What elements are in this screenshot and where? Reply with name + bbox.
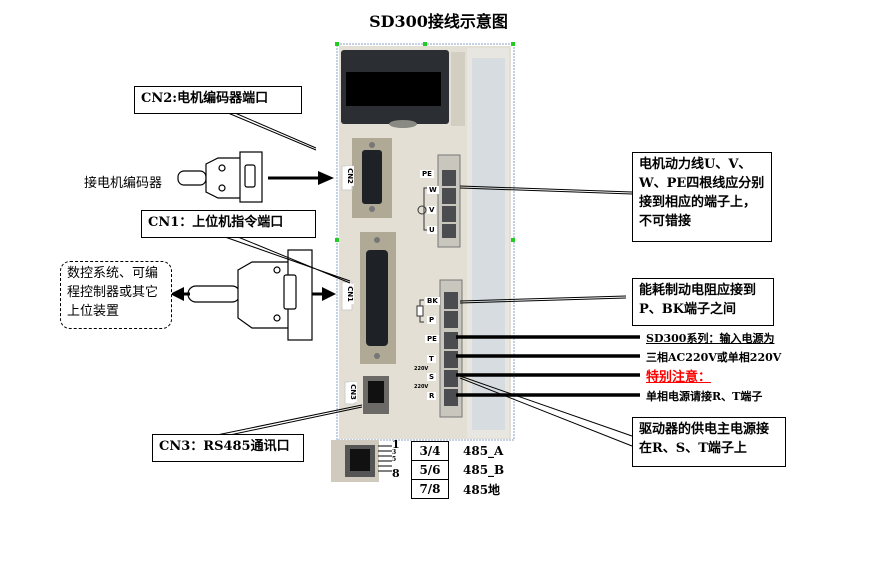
rj45-pin-3: 3 xyxy=(392,449,397,456)
terminal-label-p: P xyxy=(427,316,437,324)
pin-cell: 7/8 xyxy=(411,479,449,499)
diagram-title: SD300接线示意图 xyxy=(369,12,508,31)
drive-heatsink-window xyxy=(472,58,505,430)
cn3-leader xyxy=(211,404,363,437)
terminal-label-w: W xyxy=(427,186,439,194)
main-power-leader xyxy=(459,375,633,447)
callout-cn3: CN3：RS485通讯口 xyxy=(152,434,304,462)
terminal-label-v: V xyxy=(427,206,437,214)
table-row: 5/6 485_B xyxy=(411,460,505,480)
rj45-pin-5: 5 xyxy=(392,456,397,463)
callout-cn2: CN2:电机编码器端口 xyxy=(134,86,302,114)
callout-host-device: 数控系统、可编程控制器或其它上位装置 xyxy=(60,261,172,329)
terminal-label-s: S xyxy=(427,373,437,381)
encoder-connector xyxy=(177,151,263,203)
terminal-label-pe-bottom: PE xyxy=(425,335,439,343)
cn1-leader xyxy=(224,236,351,284)
terminal-label-t: T xyxy=(427,355,436,363)
callout-motor-power: 电机动力线U、V、W、PE四根线应分别接到相应的端子上，不可错接 xyxy=(632,152,772,242)
special-note: 特别注意： xyxy=(646,370,712,385)
rs485-pin-table: 3/4 485_A 5/6 485_B 7/8 485地 xyxy=(411,441,505,499)
power-input-lines xyxy=(456,335,640,397)
signal-cell: 485_A xyxy=(463,444,504,458)
table-row: 3/4 485_A xyxy=(411,441,505,461)
terminal-label-pe-top: PE xyxy=(420,170,434,178)
motor-leader xyxy=(459,185,633,195)
brake-leader xyxy=(459,295,627,304)
callout-brake-resistor: 能耗制动电阻应接到P、BK端子之间 xyxy=(632,278,774,326)
terminal-label-r: R xyxy=(427,392,437,400)
rj45-pin-1: 1 xyxy=(392,438,400,451)
drive-cover-latch xyxy=(389,120,417,128)
callout-main-power: 驱动器的供电主电源接在R、S、T端子上 xyxy=(632,417,786,467)
cn1-arrow xyxy=(322,287,336,301)
input-power-line1: SD300系列：输入电源为 xyxy=(646,332,775,345)
cn2-arrow xyxy=(318,171,334,185)
pin-cell: 5/6 xyxy=(411,460,449,480)
terminal-label-u: U xyxy=(427,226,437,234)
encoder-label: 接电机编码器 xyxy=(84,176,163,191)
pin-cell: 3/4 xyxy=(411,441,449,461)
single-phase-note: 单相电源请接R、T端子 xyxy=(646,390,763,403)
cn3-port-label: CN3 xyxy=(348,382,357,402)
host-arrow-left xyxy=(170,287,184,301)
cn2-leader xyxy=(227,112,317,151)
cn1-port-label: CN1 xyxy=(345,284,354,304)
voltage-mark-2: 220V xyxy=(414,384,429,390)
input-power-line2: 三相AC220V或单相220V xyxy=(646,351,782,364)
table-row: 7/8 485地 xyxy=(411,479,505,499)
cn1-port xyxy=(366,250,388,346)
voltage-mark-1: 220V xyxy=(414,366,429,372)
cn2-port-label: CN2 xyxy=(345,166,354,186)
cn2-port xyxy=(362,150,382,204)
signal-cell: 485_B xyxy=(463,463,505,477)
drive-display xyxy=(346,72,441,106)
rj45-pin-8: 8 xyxy=(392,467,400,480)
host-connector xyxy=(187,249,313,341)
callout-cn1: CN1：上位机指令端口 xyxy=(141,210,316,238)
terminal-label-bk: BK xyxy=(425,297,440,305)
signal-cell: 485地 xyxy=(463,482,501,497)
